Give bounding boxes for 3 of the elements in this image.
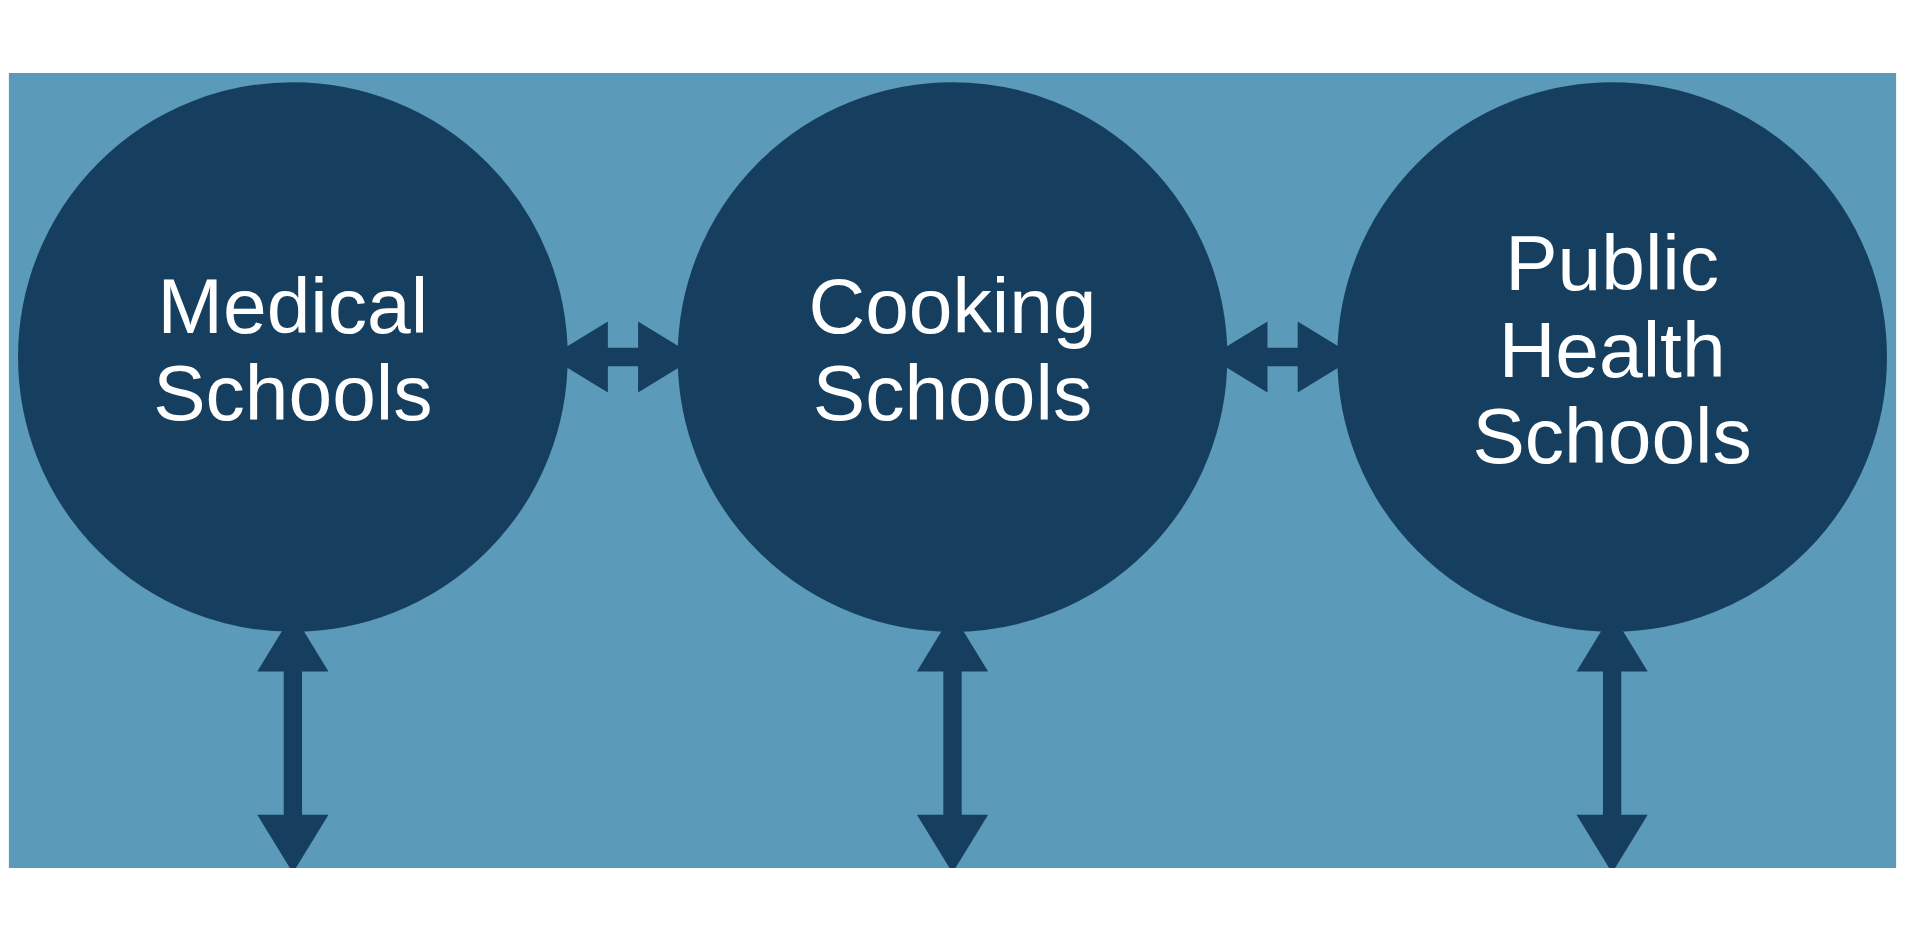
node-circle: Cooking Schools	[677, 81, 1228, 632]
node-circle: Public Health Schools	[1337, 81, 1887, 632]
node-circle: Medical Schools	[18, 81, 568, 632]
